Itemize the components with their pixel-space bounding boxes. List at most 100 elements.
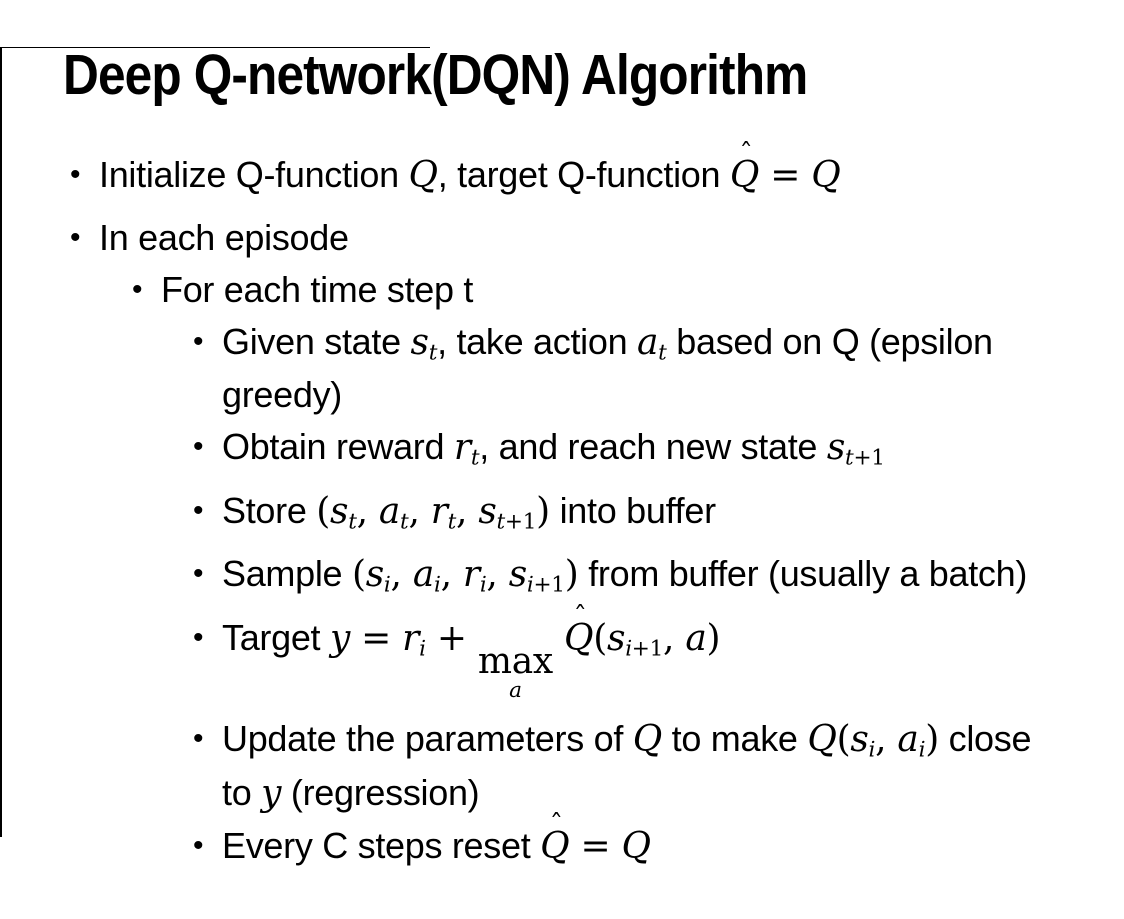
math-segment: a xyxy=(412,554,434,596)
text-segment: greedy) xyxy=(222,374,342,416)
math-segment xyxy=(553,618,564,659)
math-segment: ( xyxy=(593,617,607,659)
math-segment: y xyxy=(329,617,351,659)
math-segment: i xyxy=(479,572,487,598)
math-segment: +1 xyxy=(631,635,664,661)
math-segment: , xyxy=(390,554,413,596)
math-segment: Q xyxy=(621,825,651,867)
bullet-marker: • xyxy=(193,828,204,862)
bullet-marker: • xyxy=(193,325,204,358)
math-segment: = xyxy=(350,617,403,659)
bullet-item: •Initialize Q-function Q, target Q-funct… xyxy=(70,141,1124,197)
text-segment: , target Q-function xyxy=(437,154,730,195)
math-segment: t xyxy=(658,340,667,366)
math-segment: i xyxy=(433,572,441,598)
text-segment: close xyxy=(938,718,1032,760)
text-segment: (regression) xyxy=(281,771,480,813)
math-segment: a xyxy=(378,490,401,532)
bullet-item: • For each time step t xyxy=(132,269,1124,311)
bullet-text: In each episode xyxy=(99,217,349,259)
math-segment: ) xyxy=(564,554,579,596)
math-segment: +1 xyxy=(853,445,885,471)
math-segment: Q xyxy=(807,719,837,761)
bullet-text: For each time step t xyxy=(161,269,473,311)
text-segment: Initialize Q-function xyxy=(99,154,409,195)
bullet-list: • Initialize Q-function Q , target Q-funct… xyxy=(0,141,1124,868)
math-segment: s xyxy=(365,554,384,596)
math-segment: t xyxy=(496,509,506,535)
math-segment: t xyxy=(348,509,357,535)
math-segment: ) xyxy=(536,490,550,532)
bullet-marker: • xyxy=(193,557,204,591)
math-segment: , xyxy=(408,490,431,532)
math-segment: i xyxy=(918,737,926,763)
math-segment: Q xyxy=(632,719,663,761)
math-segment: i xyxy=(526,572,534,598)
page-border-top xyxy=(0,47,430,48)
bullet-item: •In each episode xyxy=(70,217,1124,259)
text-segment: Update the parameters of xyxy=(222,718,633,760)
math-segment: r xyxy=(402,617,420,659)
bullet-text: Store (st, at, rt, st+1) into buffer xyxy=(222,490,716,543)
math-segment: +1 xyxy=(533,572,566,598)
bullet-marker: • xyxy=(193,722,204,756)
math-segment: i xyxy=(625,635,632,661)
text-segment: Obtain reward xyxy=(222,426,454,468)
math-segment: a xyxy=(685,617,707,659)
text-segment: For each time step t xyxy=(161,269,474,310)
math-segment: ( xyxy=(836,719,851,761)
text-segment: Given state xyxy=(222,321,411,362)
math-segment: , xyxy=(486,554,509,596)
math-segment: a xyxy=(897,719,919,761)
math-segment: ( xyxy=(316,490,330,532)
math-segment: ) xyxy=(706,617,721,659)
bullet-marker: • xyxy=(193,430,204,464)
bullet-marker: • xyxy=(193,493,204,527)
bullet-item: • Sample (si, ai, ri, si+1) from buffer (… xyxy=(193,553,1124,606)
math-segment: Q xyxy=(811,155,841,196)
math-segment: , xyxy=(875,719,898,761)
math-segment: r xyxy=(462,554,480,596)
text-segment: Sample xyxy=(222,553,352,595)
text-segment: In each episode xyxy=(99,217,349,258)
math-segment: s xyxy=(826,427,846,469)
math-segment: , xyxy=(356,490,379,532)
text-segment: , and reach new state xyxy=(479,426,827,468)
text-segment: into buffer xyxy=(549,489,716,531)
math-segment: , xyxy=(440,554,463,596)
math-segment: r xyxy=(430,490,448,532)
math-segment: s xyxy=(478,490,497,532)
text-segment: Target xyxy=(222,616,330,658)
text-segment: based on Q (epsilon xyxy=(666,321,993,362)
math-segment: , xyxy=(456,490,479,532)
math-segment: t xyxy=(470,445,480,471)
math-segment: s xyxy=(607,617,626,659)
math-segment: +1 xyxy=(504,509,537,535)
math-segment: t xyxy=(447,509,457,535)
math-segment: t xyxy=(400,509,409,535)
math-segment: y xyxy=(261,772,282,814)
math-segment: t xyxy=(845,445,854,471)
page-border-left xyxy=(0,47,2,837)
bullet-item: •Given state st, take action at based on… xyxy=(193,321,1124,416)
math-segment: i xyxy=(419,635,426,661)
text-segment: to make xyxy=(661,718,808,760)
bullet-marker: • xyxy=(193,620,204,654)
math-segment: r xyxy=(453,427,471,469)
text-segment: , take action xyxy=(437,321,637,362)
math-segment: s xyxy=(410,322,429,363)
math-segment: t xyxy=(428,340,438,366)
bullet-marker: • xyxy=(132,273,143,306)
math-segment: i xyxy=(383,572,391,598)
bullet-text: Obtain reward rt, and reach new state st… xyxy=(222,426,885,479)
bullet-text: Sample (si, ai, ri, si+1) from buffer (u… xyxy=(222,553,1027,606)
bullet-item: •Update the parameters of Q to make Q(si… xyxy=(193,718,1124,814)
text-segment: Every C steps reset xyxy=(222,824,541,866)
